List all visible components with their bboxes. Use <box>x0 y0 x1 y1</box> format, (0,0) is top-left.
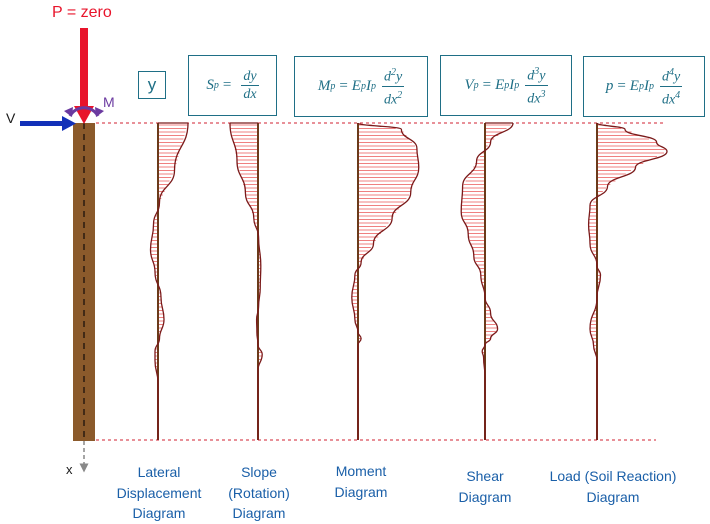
label-lateral-displacement: Lateral Displacement Diagram <box>116 464 202 521</box>
shear-load-label: V <box>6 110 16 126</box>
moment-load-label: M <box>103 94 115 110</box>
soil-reaction-hatch <box>588 124 665 353</box>
moment-arc-arrow <box>64 106 104 117</box>
label-slope: Slope (Rotation) Diagram <box>228 464 290 521</box>
load-fraction: d4y dx4 <box>659 64 683 108</box>
shear-curve <box>460 122 514 440</box>
moment-fraction: d2y dx2 <box>381 64 405 108</box>
slope-curve <box>229 122 263 440</box>
displacement-formula-box: y <box>138 71 166 99</box>
depth-axis-label: x <box>66 462 73 477</box>
label-moment: Moment Diagram <box>334 463 388 500</box>
shear-hatch <box>461 124 511 357</box>
displacement-symbol: y <box>147 75 157 94</box>
axial-load-arrow <box>74 28 94 124</box>
lateral-displacement-hatch <box>150 124 188 371</box>
response-diagrams <box>149 122 668 440</box>
slope-fraction: dy dx <box>241 69 259 102</box>
label-shear: Shear Diagram <box>458 468 512 505</box>
lateral-displacement-curve <box>149 122 189 440</box>
shear-fraction: d3y dx3 <box>525 63 548 107</box>
moment-hatch <box>351 124 419 339</box>
moment-curve <box>351 122 420 440</box>
soil-reaction-curve <box>587 122 668 440</box>
label-soil-reaction: Load (Soil Reaction) Diagram <box>549 468 677 505</box>
axial-load-label: P = zero <box>52 4 112 21</box>
shear-load-arrow <box>20 116 76 131</box>
